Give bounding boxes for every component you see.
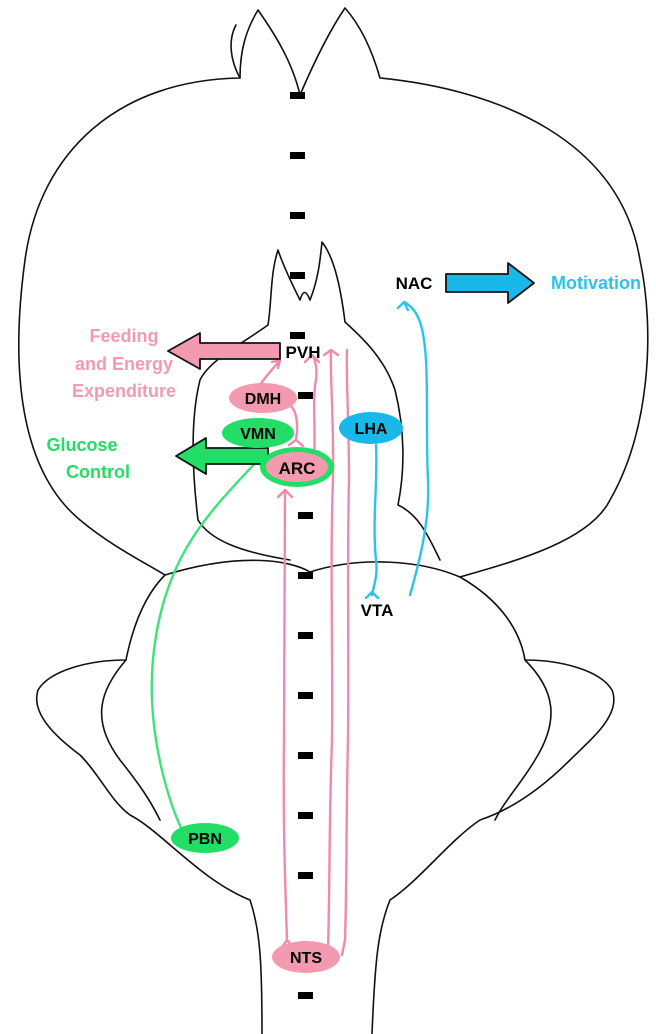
midline-dash [298, 392, 313, 399]
vta-to-nac-end [396, 300, 410, 312]
feeding-arrow [167, 332, 281, 370]
glucose-label: Glucose Control [46, 435, 130, 482]
region-nac: NAC [396, 274, 433, 293]
midline-dash [290, 272, 305, 279]
region-lha: LHA [339, 412, 403, 444]
glucose-label-line: Control [66, 462, 130, 482]
nts-to-pvh-right-end [322, 348, 340, 357]
midline-markers [290, 92, 313, 999]
midline-dash [298, 872, 313, 879]
arc-to-dmh [288, 403, 299, 442]
lha-to-vta-end [364, 590, 380, 600]
olfactory-notch [230, 24, 241, 79]
midline-dash [298, 512, 313, 519]
arc-to-pvh [310, 353, 318, 460]
region-label: DMH [245, 391, 281, 408]
arc-to-pvh-end [303, 353, 321, 364]
region-label: PBN [188, 831, 222, 848]
midline-dash [298, 572, 313, 579]
region-label: NTS [290, 950, 322, 967]
region-arc: ARC [260, 447, 334, 487]
midline-dash [290, 152, 305, 159]
vta-to-nac [402, 300, 430, 597]
region-label: LHA [355, 421, 388, 438]
region-nts: NTS [272, 941, 340, 973]
hypothalamus-outline [192, 241, 441, 561]
region-vta: VTA [361, 601, 394, 620]
nts-fork-right-end [340, 938, 347, 957]
midline-dash [298, 752, 313, 759]
region-pvh: PVH [286, 343, 321, 362]
blue-pathways [364, 300, 430, 600]
midline-dash [290, 92, 305, 99]
midline-dash [298, 992, 313, 999]
lha-to-vta [370, 443, 378, 597]
vmn-to-pbn [150, 456, 262, 832]
region-label: VMN [240, 426, 276, 443]
cerebellum-lobe-left [100, 659, 161, 821]
motivation-arrow [445, 262, 535, 304]
motivation-label-text: Motivation [551, 273, 641, 293]
feeding-label-line: and Energy [75, 354, 173, 374]
cerebrum-outline [18, 7, 649, 578]
feeding-label-line: Feeding [89, 326, 158, 346]
midline-dash [298, 632, 313, 639]
cerebellum-lobe-right [494, 659, 552, 821]
motivation-label: Motivation [551, 273, 641, 293]
region-label: PVH [286, 343, 321, 362]
midline-dash [290, 332, 305, 339]
region-dmh: DMH [229, 383, 297, 413]
arc-to-nts-left [282, 488, 289, 942]
dmh-to-pvh-end [270, 358, 282, 370]
region-label: NAC [396, 274, 433, 293]
region-pbn: PBN [171, 823, 239, 853]
midline-dash [298, 692, 313, 699]
region-label: VTA [361, 601, 394, 620]
green-pathways [150, 455, 263, 832]
region-label: ARC [279, 459, 316, 478]
arc-to-dmh-end [287, 438, 305, 448]
glucose-label-line: Glucose [46, 435, 117, 455]
glucose-arrow [175, 437, 269, 475]
feeding-label-line: Expenditure [72, 381, 176, 401]
brain-outline [18, 7, 649, 1034]
arc-to-nts-left-start [276, 488, 294, 499]
region-vmn: VMN [222, 418, 294, 448]
midline-dash [298, 812, 313, 819]
midline-dash [290, 212, 305, 219]
feeding-label: Feeding and Energy Expenditure [72, 326, 176, 401]
nts-to-pvh-right [326, 348, 335, 952]
